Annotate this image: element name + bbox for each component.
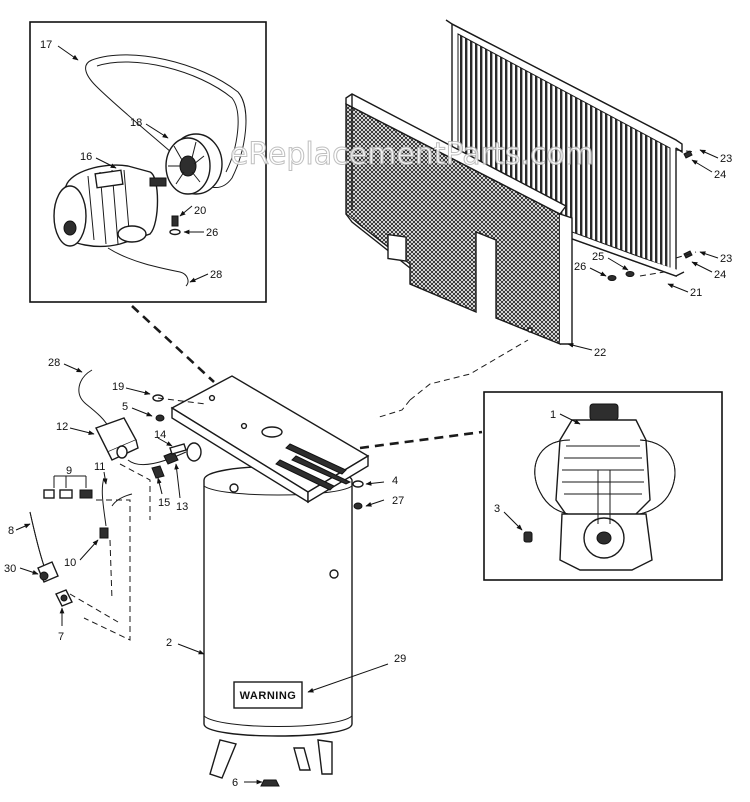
switch-cord [78,369,111,431]
callout-26a: 26 [206,227,218,239]
washer [169,228,181,236]
plate-to-pump-line [359,430,483,450]
callout-14: 14 [154,429,166,441]
plate-to-guard-line [409,339,529,401]
plate-to-guard-line-b [375,399,411,419]
belt-guard [345,19,719,351]
callout-3: 3 [494,503,500,515]
pump-plug [523,531,533,543]
callout-15: 15 [158,497,170,509]
callout-7: 7 [58,631,64,643]
callout-28b: 28 [48,357,60,369]
fittings-group [15,363,207,641]
tube-fitting [99,527,109,539]
pump-filter-cap [589,403,619,421]
motor-pulley [165,133,223,195]
mount-hardware [352,480,385,510]
callout-26b: 26 [574,261,586,273]
screw [171,215,179,227]
callout-25: 25 [592,251,604,263]
motor-cord [107,247,189,287]
callout-10: 10 [64,557,76,569]
watermark: eReplacementParts.com [230,137,594,172]
callout-20: 20 [194,205,206,217]
callout-29: 29 [394,653,406,665]
guard-screw [625,271,635,277]
nipple-c [79,489,93,499]
nipple-a [43,489,55,499]
callout-12: 12 [56,421,68,433]
electric-motor [53,164,167,248]
guard-window [387,233,407,262]
guard-bolt-upper [683,150,693,159]
belt [85,54,247,188]
callout-23b: 23 [720,253,732,265]
warning-label-text: WARNING [240,690,297,702]
callout-30: 30 [4,563,16,575]
callout-27: 27 [392,495,404,507]
callout-17: 17 [40,39,52,51]
callout-18: 18 [130,117,142,129]
motor-inset-frame [29,21,267,303]
motor-to-plate-line [131,305,215,383]
callout-4: 4 [392,475,398,487]
callout-16: 16 [80,151,92,163]
safety-valve [151,465,165,479]
check-valve [186,442,202,462]
drain-valve [260,779,280,787]
base-plate [170,375,370,504]
nipple-b [59,489,73,499]
callout-8: 8 [8,525,14,537]
callout-11: 11 [94,461,105,473]
washer-4 [352,480,364,488]
callout-19: 19 [112,381,124,393]
callout-13: 13 [176,501,188,513]
callout-22: 22 [594,347,606,359]
tank-leg-left [209,739,237,779]
callout-5: 5 [122,401,128,413]
callout-1: 1 [550,409,556,421]
callout-2: 2 [166,637,172,649]
callout-6: 6 [232,777,238,789]
warning-label [233,681,303,709]
unloader-tube-fitting [163,451,179,465]
callout-9: 9 [66,465,72,477]
tank-leg-right [317,739,333,775]
nut-27 [353,502,363,510]
callout-24a: 24 [714,169,726,181]
callout-28a: 28 [210,269,222,281]
callout-21: 21 [690,287,702,299]
pump-inset [483,391,723,581]
callout-23a: 23 [720,153,732,165]
nut-5 [155,414,165,422]
tank-leg-rear [293,747,311,771]
callout-24b: 24 [714,269,726,281]
air-tank: WARNING [177,465,389,787]
guard-washer [607,275,617,281]
callout-labels: 17 18 16 20 26 28 23 24 25 26 23 24 21 2… [4,39,732,789]
motor-belt-inset [29,21,267,303]
